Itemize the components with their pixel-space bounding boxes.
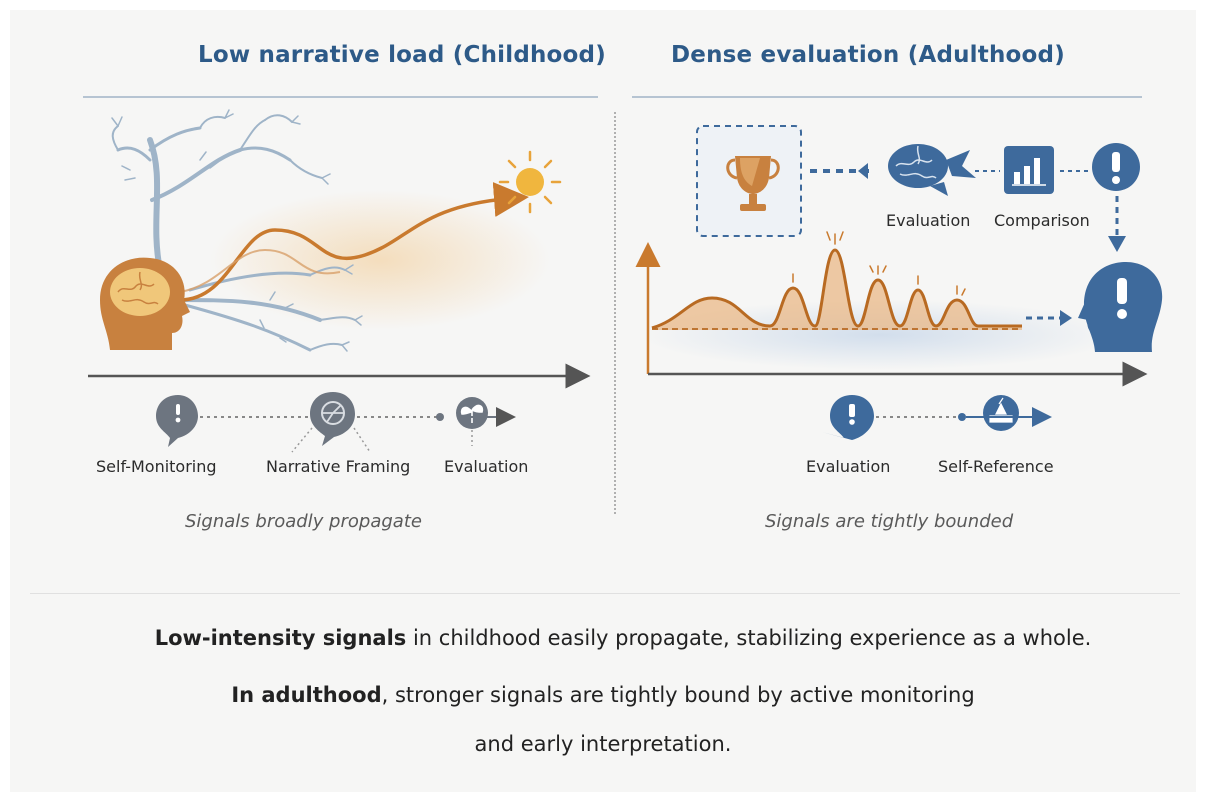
pin-icon	[156, 395, 198, 447]
summary-line-3: and early interpretation.	[474, 732, 732, 756]
compass-pin-icon	[310, 392, 355, 446]
left-panel-title: Low narrative load (Childhood)	[198, 42, 606, 68]
exclamation-icon	[1092, 143, 1140, 191]
top-label-evaluation: Evaluation	[886, 211, 971, 230]
right-panel-title: Dense evaluation (Adulthood)	[671, 42, 1065, 68]
sun-icon	[498, 150, 562, 214]
step-evaluation-left: Evaluation	[444, 457, 529, 476]
summary-line-1: Low-intensity signals in childhood easil…	[154, 626, 1092, 650]
right-caption: Signals are tightly bounded	[765, 511, 1014, 532]
left-title-rule	[83, 96, 598, 98]
bar-chart-icon	[1004, 146, 1054, 194]
self-reference-icon	[966, 395, 1052, 431]
step-narrative-framing: Narrative Framing	[266, 457, 411, 476]
summary-separator	[30, 593, 1180, 594]
tree-network-icon	[111, 109, 363, 352]
brain-icon	[888, 144, 976, 196]
right-title-rule	[632, 96, 1142, 98]
head-exclamation-icon	[1078, 262, 1163, 352]
step-self-monitoring: Self-Monitoring	[96, 457, 217, 476]
sprout-icon	[456, 397, 516, 446]
brain-head-icon	[100, 257, 190, 350]
summary-line-2: In adulthood, stronger signals are tight…	[231, 683, 975, 707]
pin-icon	[822, 395, 874, 440]
step-self-reference: Self-Reference	[938, 457, 1054, 476]
left-caption: Signals broadly propagate	[185, 511, 422, 532]
trophy-icon	[726, 156, 780, 211]
step-evaluation-right: Evaluation	[806, 457, 891, 476]
top-label-comparison: Comparison	[994, 211, 1090, 230]
panel-divider	[614, 112, 616, 514]
